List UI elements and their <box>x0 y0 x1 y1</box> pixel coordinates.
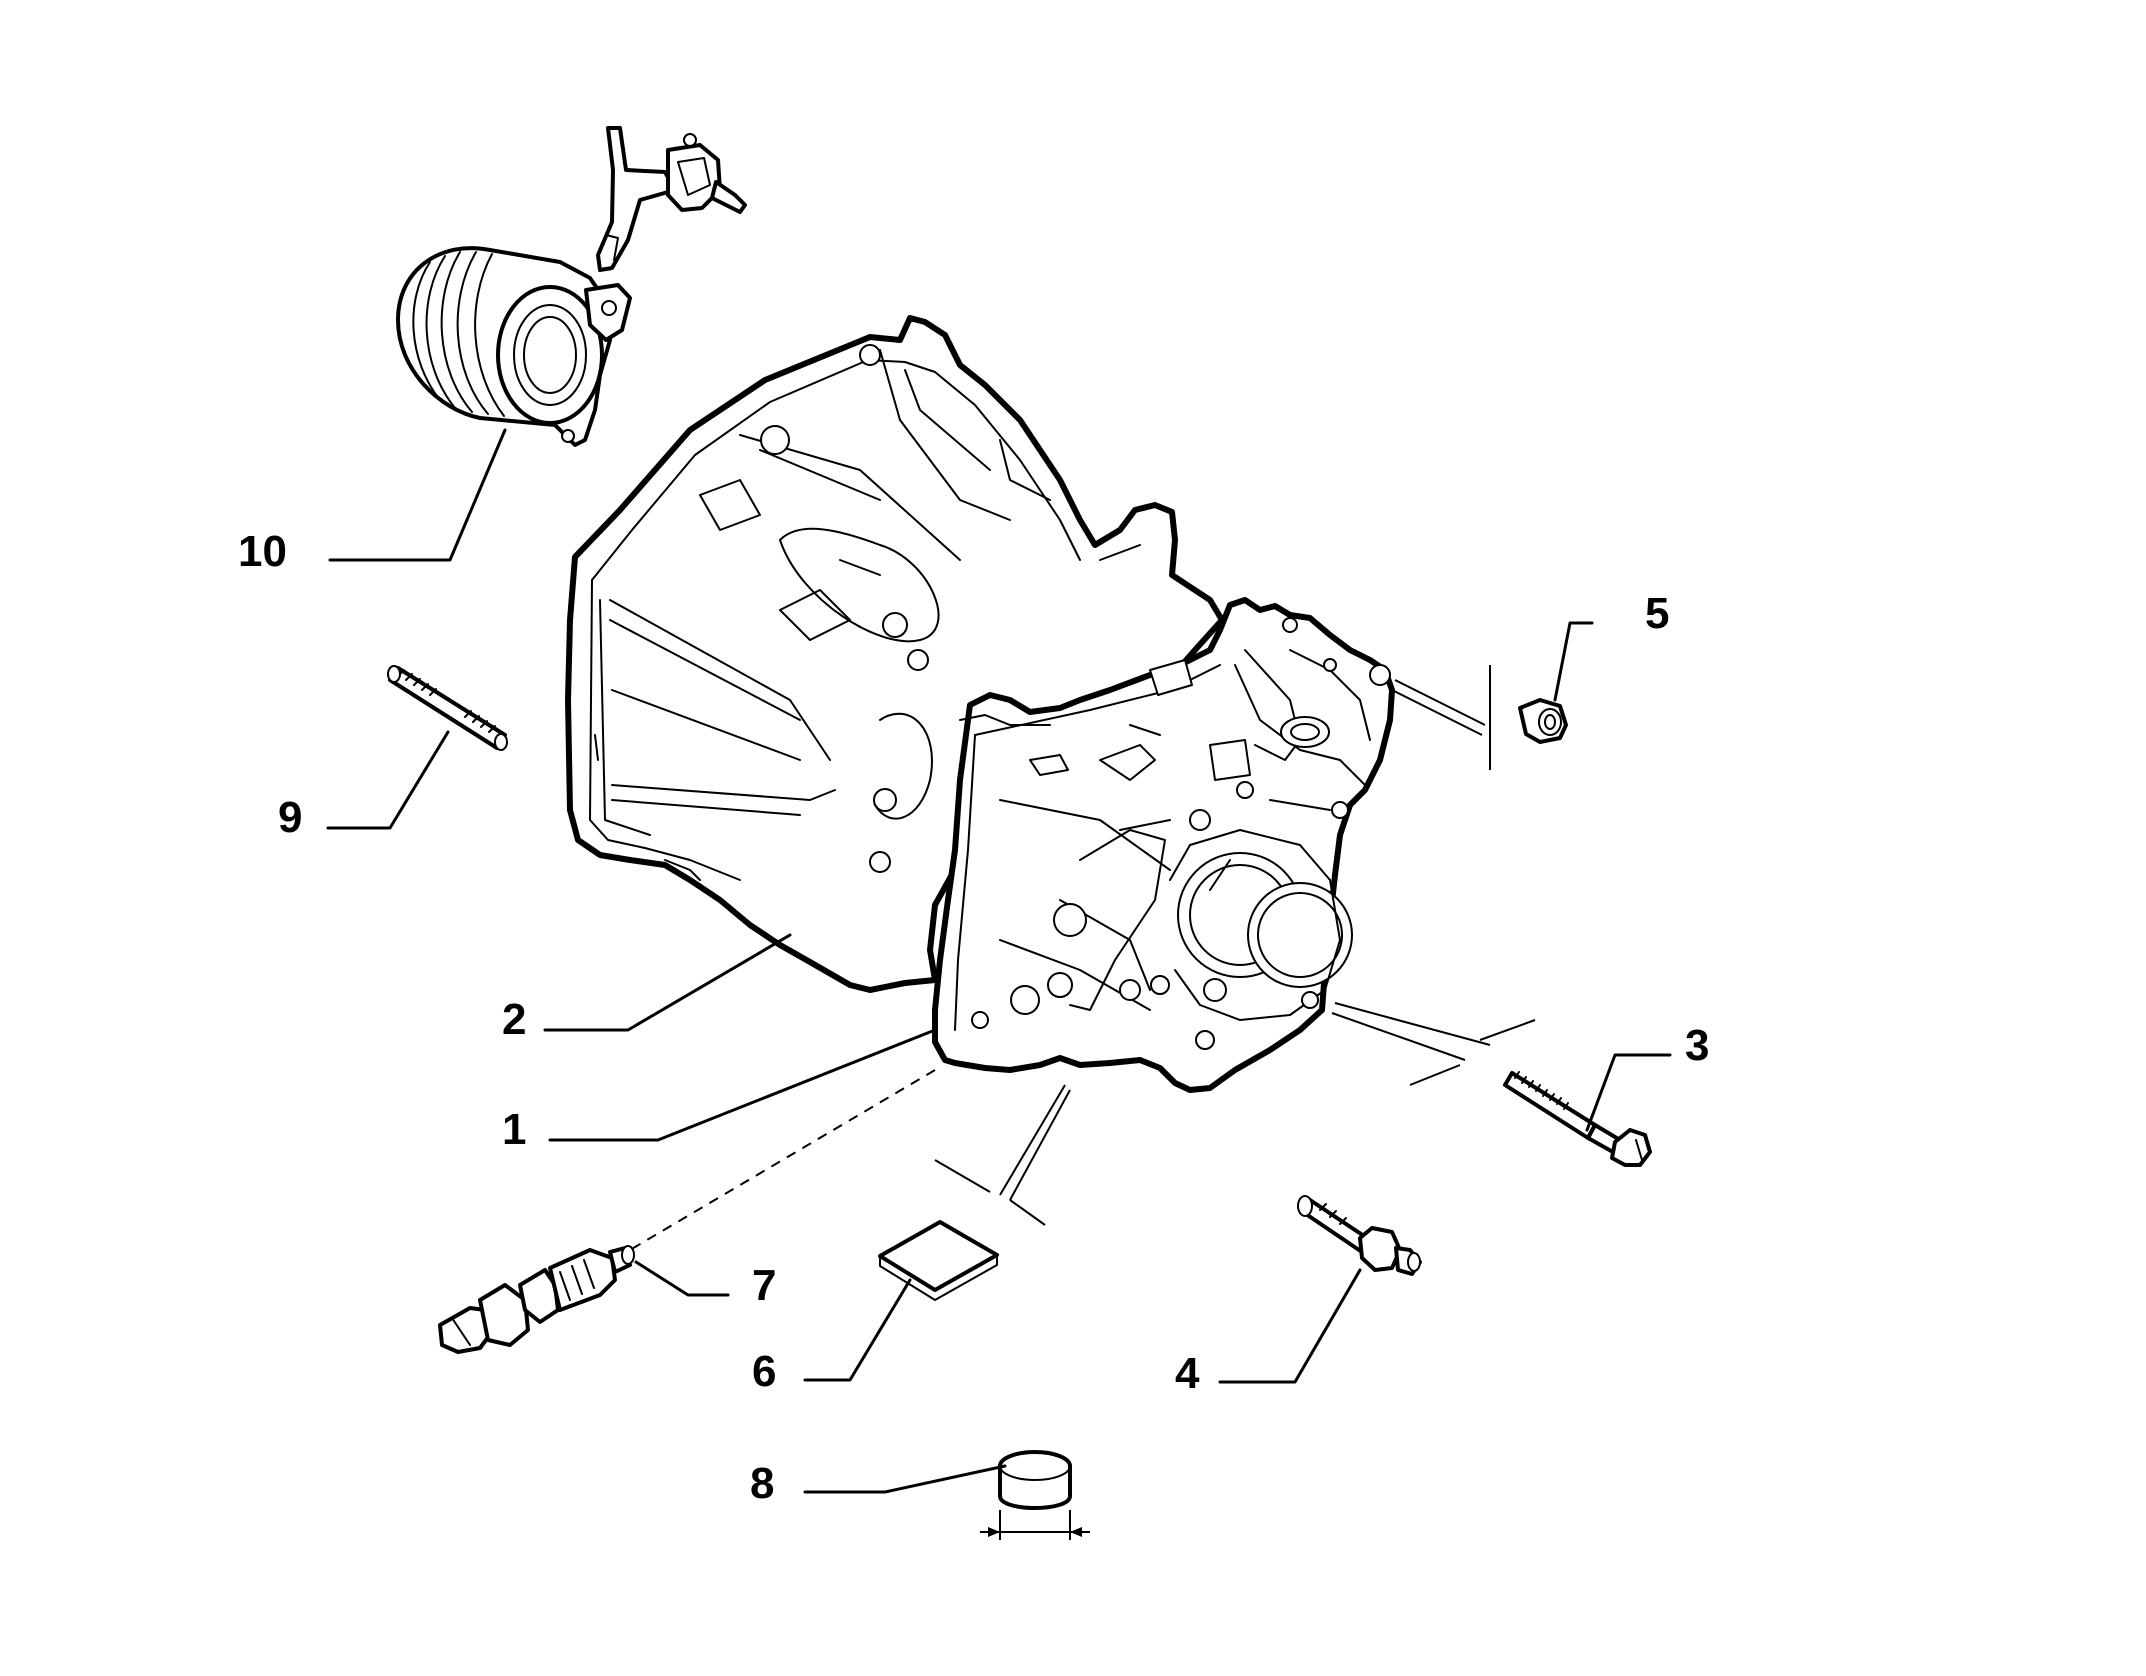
clutch-housing-part-2[interactable] <box>565 315 1225 993</box>
bolt-part-3[interactable] <box>1503 1071 1652 1167</box>
callout-3: 3 <box>1685 1021 1709 1070</box>
callout-1: 1 <box>502 1105 526 1154</box>
callout-8: 8 <box>750 1459 774 1508</box>
gearbox-casing-part-1[interactable] <box>932 597 1395 1093</box>
plug-part-8[interactable] <box>980 1450 1090 1540</box>
leader-1 <box>548 1028 937 1142</box>
leader-6 <box>803 1278 912 1382</box>
callout-10: 10 <box>238 527 287 576</box>
release-bearing-part-10[interactable] <box>396 126 747 447</box>
callout-5: 5 <box>1645 589 1669 638</box>
callout-7: 7 <box>752 1261 776 1310</box>
leader-9 <box>326 730 450 830</box>
callout-6: 6 <box>752 1347 776 1396</box>
sensor-part-7[interactable] <box>438 1245 635 1354</box>
leader-lines <box>326 428 1672 1494</box>
leader-8 <box>803 1464 1007 1494</box>
leader-3 <box>1585 1053 1672 1132</box>
callout-2: 2 <box>502 995 526 1044</box>
stud-part-9[interactable] <box>387 665 508 751</box>
leader-5 <box>1553 621 1594 702</box>
callout-9: 9 <box>278 793 302 842</box>
leader-2 <box>543 933 792 1032</box>
fitting-part-4[interactable] <box>1297 1195 1422 1276</box>
leader-4 <box>1218 1268 1362 1384</box>
leader-7 <box>634 1260 730 1297</box>
callout-4: 4 <box>1175 1349 1200 1398</box>
gasket-part-6[interactable] <box>878 1220 999 1301</box>
leader-10 <box>328 428 507 562</box>
nut-part-5[interactable] <box>1518 698 1568 744</box>
assembly-lines <box>629 665 1536 1251</box>
callout-labels: 10 9 2 1 5 3 4 7 6 8 <box>238 527 1709 1508</box>
